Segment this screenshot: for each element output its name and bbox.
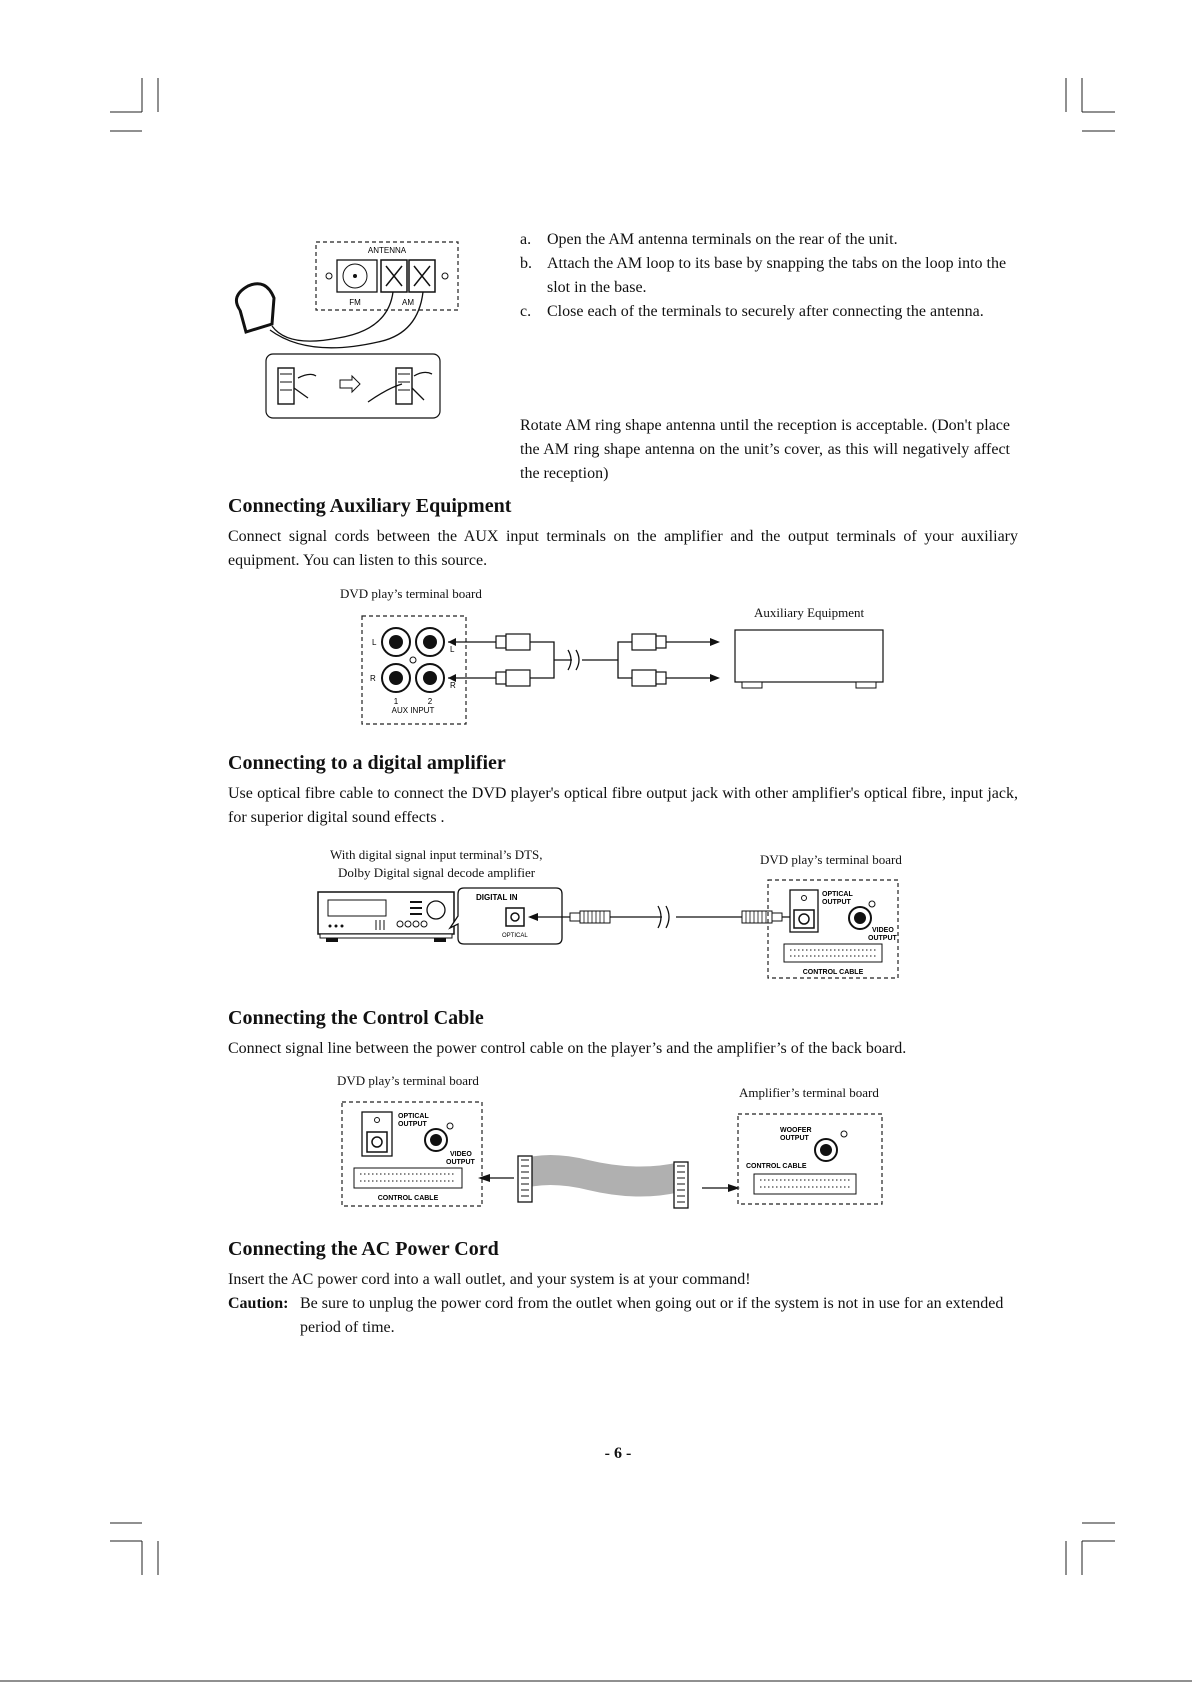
page-number: - 6 - — [604, 1445, 632, 1462]
control-video-output-1: VIDEO — [450, 1151, 472, 1158]
control-caption-left: DVD play’s terminal board — [337, 1073, 479, 1088]
digital-diagram: DIGITAL IN OPTICAL OPTICAL OUTPUT VIDEO … — [317, 879, 899, 979]
step-b: b.Attach the AM loop to its base by snap… — [520, 255, 1007, 296]
digital-text: Use optical fibre cable to connect the D… — [228, 785, 1018, 826]
aux-r-right: R — [450, 681, 456, 690]
digital-caption-left-1: With digital signal input terminal’s DTS… — [330, 847, 543, 862]
aux-caption-right: Auxiliary Equipment — [754, 605, 865, 620]
digital-video-output-1: VIDEO — [872, 927, 894, 934]
digital-video-output-2: OUTPUT — [868, 935, 898, 942]
digital-optical-label: OPTICAL — [502, 933, 528, 939]
control-optical-output-2: OUTPUT — [398, 1121, 428, 1128]
aux-num-2: 2 — [428, 697, 433, 706]
control-caption-right: Amplifier’s terminal board — [739, 1085, 879, 1100]
caution-block: Caution: Be sure to unplug the power cor… — [228, 1292, 1018, 1340]
aux-l-left: L — [372, 638, 377, 647]
digital-control-cable: CONTROL CABLE — [803, 969, 864, 976]
digital-optical-output-2: OUTPUT — [822, 899, 852, 906]
power-heading: Connecting the AC Power Cord — [228, 1238, 499, 1260]
control-video-output-2: OUTPUT — [446, 1159, 476, 1166]
antenna-diagram: ANTENNA FM AM — [234, 241, 459, 419]
caution-label: Caution: — [228, 1295, 289, 1312]
digital-in-label: DIGITAL IN — [476, 893, 518, 902]
antenna-note: Rotate AM ring shape antenna until the r… — [520, 417, 1010, 482]
control-text: Connect signal line between the power co… — [228, 1040, 907, 1057]
antenna-steps: a.Open the AM antenna terminals on the r… — [520, 228, 1010, 324]
digital-heading: Connecting to a digital amplifier — [228, 752, 506, 774]
digital-caption-left-2: Dolby Digital signal decode amplifier — [338, 865, 536, 880]
fm-label: FM — [349, 298, 361, 307]
control-optical-output-1: OPTICAL — [398, 1113, 429, 1120]
woofer-output-2: OUTPUT — [780, 1135, 810, 1142]
aux-input-label: AUX INPUT — [392, 706, 435, 715]
step-a: a.Open the AM antenna terminals on the r… — [520, 231, 898, 248]
aux-text: Connect signal cords between the AUX inp… — [228, 528, 1018, 569]
digital-optical-output-1: OPTICAL — [822, 891, 853, 898]
aux-l-right: L — [450, 645, 455, 654]
power-text: Insert the AC power cord into a wall out… — [228, 1271, 751, 1288]
aux-r-left: R — [370, 674, 376, 683]
woofer-output-1: WOOFER — [780, 1127, 812, 1134]
antenna-panel-label: ANTENNA — [368, 246, 407, 255]
aux-heading: Connecting Auxiliary Equipment — [228, 495, 512, 517]
control-control-cable-left: CONTROL CABLE — [378, 1195, 439, 1202]
aux-diagram: L L R R 1 2 AUX INPUT — [361, 615, 884, 725]
control-control-cable-right: CONTROL CABLE — [746, 1163, 807, 1170]
step-c: c.Close each of the terminals to securel… — [520, 303, 984, 320]
caution-text: Be sure to unplug the power cord from th… — [300, 1295, 1004, 1336]
control-heading: Connecting the Control Cable — [228, 1007, 484, 1029]
control-diagram: OPTICAL OUTPUT VIDEO OUTPUT CONTROL CABL… — [341, 1101, 883, 1209]
am-label: AM — [402, 298, 414, 307]
aux-caption-left: DVD play’s terminal board — [340, 586, 482, 601]
aux-num-1: 1 — [394, 697, 399, 706]
digital-caption-right: DVD play’s terminal board — [760, 852, 902, 867]
